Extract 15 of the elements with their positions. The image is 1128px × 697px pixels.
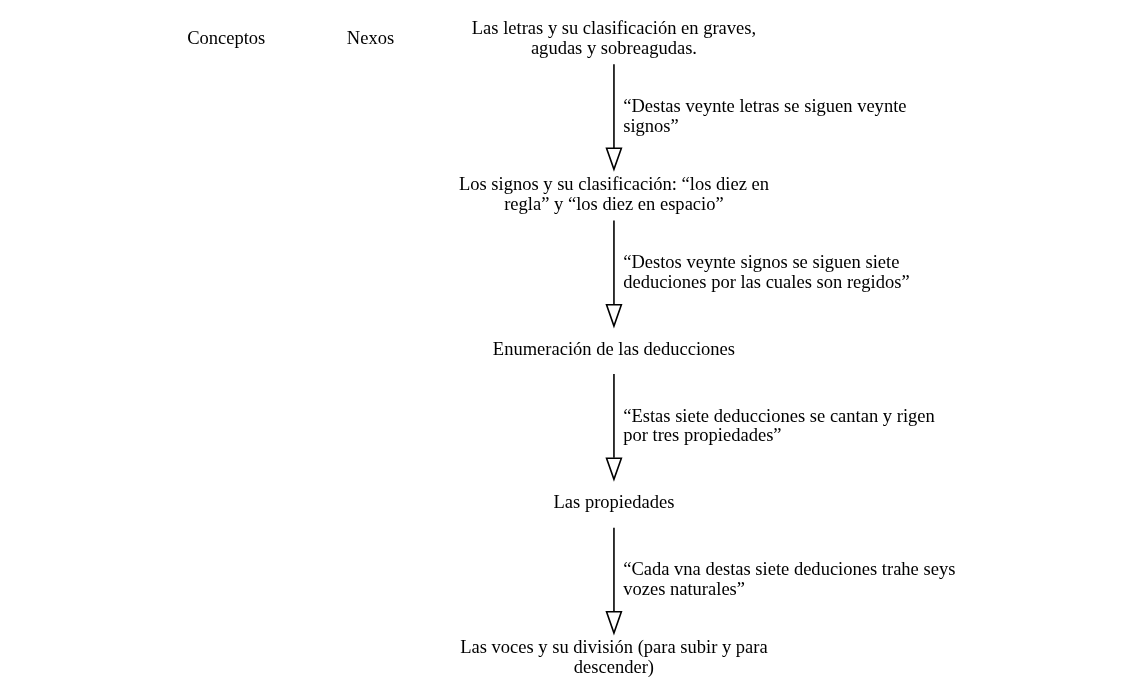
label: Nexos	[346, 26, 395, 48]
edge-label: “Cada vna destas siete deduciones trahe seys vozes naturales”	[623, 558, 956, 599]
node-text: Enumeración de las deducciones	[492, 337, 736, 359]
node-text: Las letras y su clasificación en graves, agudas y sobreagudas.	[471, 16, 757, 58]
node-text: Las voces y su división (para subir y para descender)	[460, 636, 768, 677]
arrow	[605, 63, 623, 172]
edge-label: “Destos veynte signos se siguen siete deduciones por las cuales son regidos”	[623, 251, 910, 292]
arrow	[605, 526, 623, 636]
label: Conceptos	[187, 26, 266, 48]
arrow	[605, 219, 623, 329]
edge-label: “Estas siete deducciones se cantan y rigen por tres propiedades”	[623, 404, 935, 446]
node-text: Las propiedades	[553, 491, 675, 513]
edge-label: “Destas veynte letras se siguen veynte signos”	[623, 94, 907, 136]
node-text: Los signos y su clasificación: “los diez en regla” y “los diez en espacio”	[458, 172, 769, 214]
arrow	[605, 373, 623, 482]
